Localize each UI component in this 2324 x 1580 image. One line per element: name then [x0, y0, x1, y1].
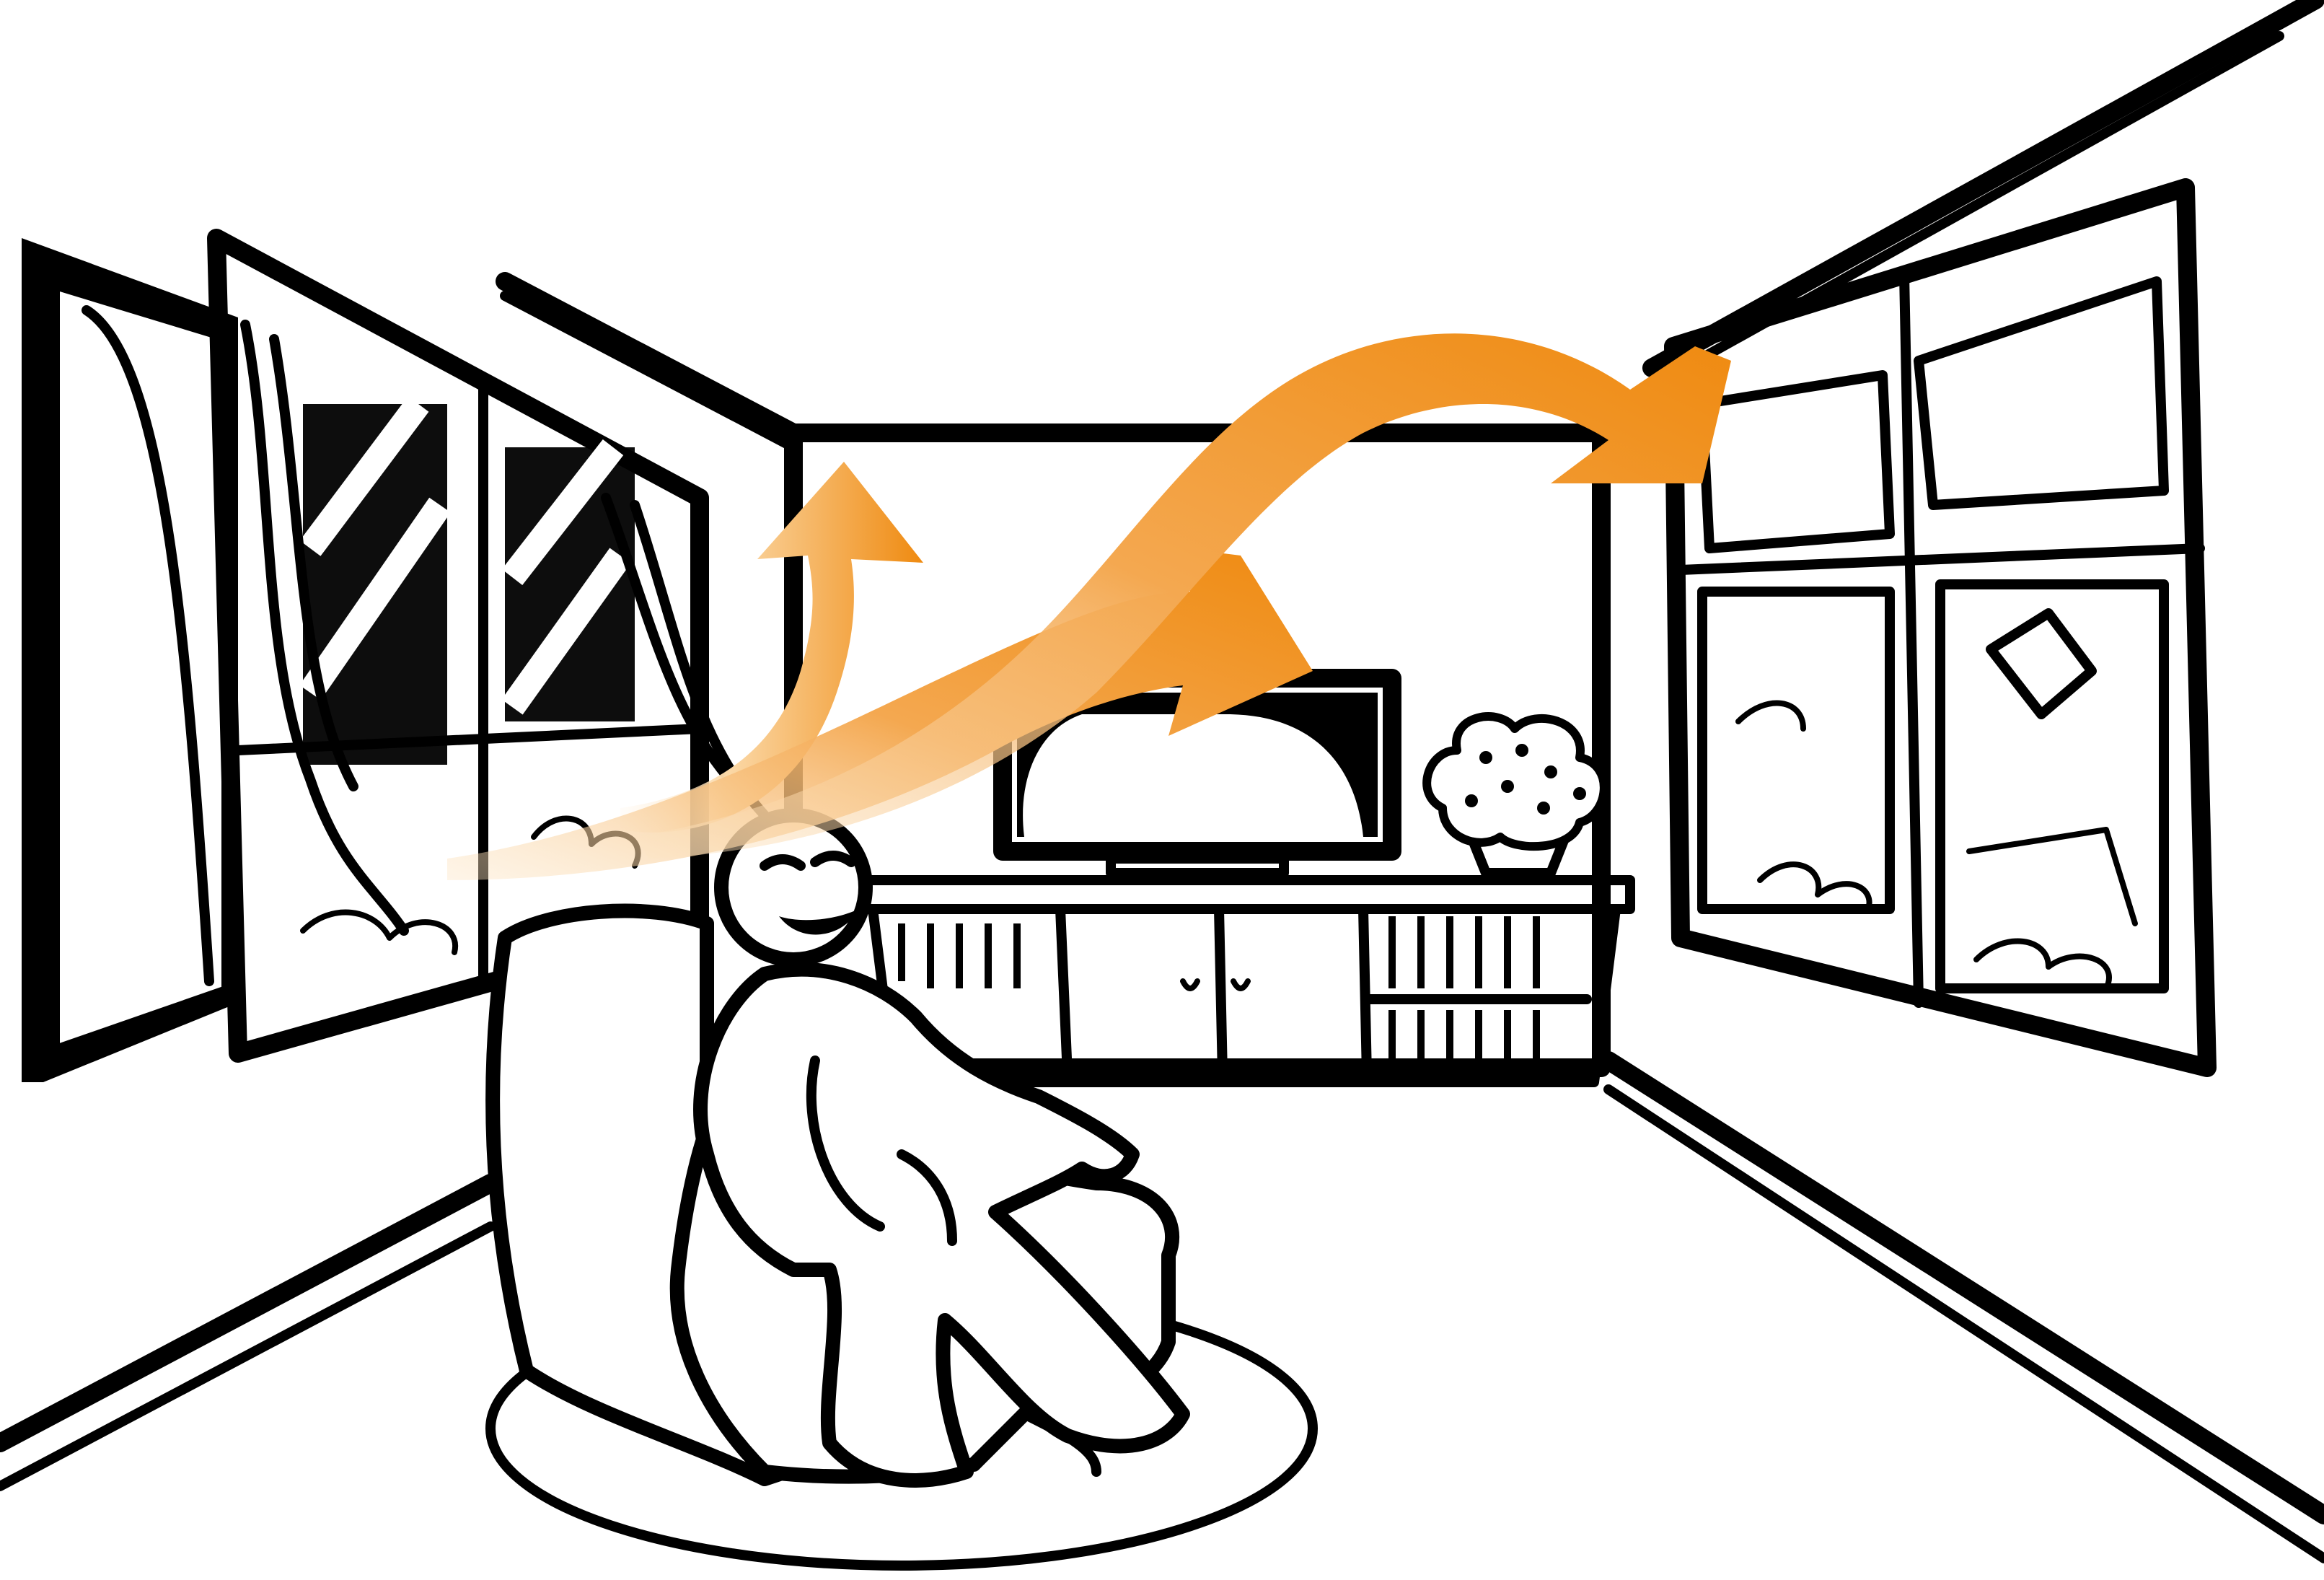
airflow-arrow-icon: [620, 462, 923, 833]
plant-icon: [1422, 712, 1608, 878]
left-curtain: [240, 320, 409, 936]
left-window: [22, 229, 770, 1082]
right-window: [1664, 178, 2217, 1077]
right-window-tilted-pane: [1697, 370, 1895, 553]
tv-cabinet: [861, 875, 1635, 1087]
airflow-arrows: [447, 333, 1731, 880]
person-body: [693, 962, 1190, 1488]
person-icon: [693, 808, 1190, 1488]
airflow-arrow-icon: [635, 333, 1731, 859]
